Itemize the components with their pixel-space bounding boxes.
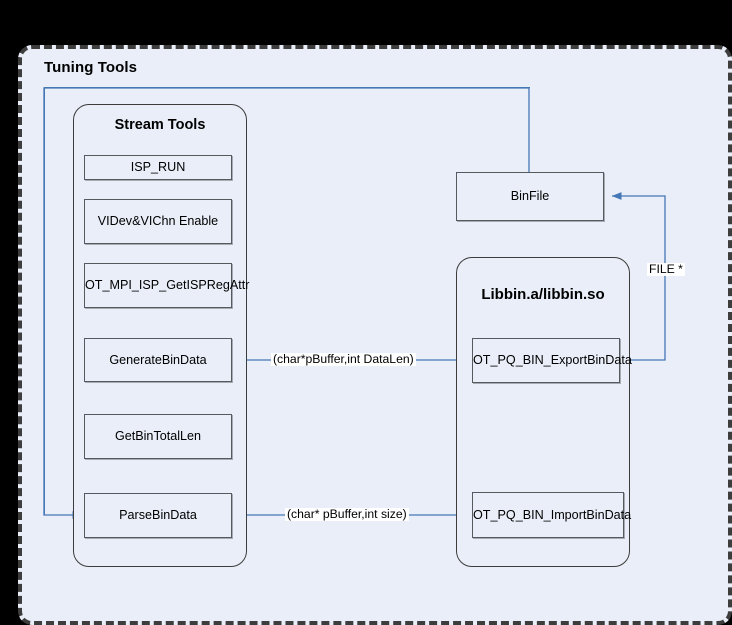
- node-parse-bin-data-label: ParseBinData: [119, 508, 197, 522]
- node-bin-file-label: BinFile: [510, 189, 550, 203]
- group-libbin-title: Libbin.a/libbin.so: [481, 286, 605, 303]
- edge-label-import-args: (char* pBuffer,int size): [285, 507, 409, 522]
- edge-label-file-pointer: FILE *: [647, 262, 685, 277]
- node-videv-vichn-enable-label: VIDev&VIChn Enable: [97, 214, 219, 228]
- node-get-bin-total-len-label: GetBinTotalLen: [114, 429, 202, 443]
- node-ot-pq-bin-exportbindata[interactable]: OT_PQ_BIN_ExportBinData: [472, 338, 632, 383]
- node-ot-mpi-isp-getispregattr[interactable]: OT_MPI_ISP_GetISPRegAttr: [84, 263, 250, 308]
- node-isp-run-label: ISP_RUN: [130, 160, 186, 174]
- node-parse-bin-data[interactable]: ParseBinData: [84, 493, 232, 538]
- node-ot-pq-bin-exportbindata-label: OT_PQ_BIN_ExportBinData: [473, 353, 632, 367]
- node-ot-pq-bin-importbindata[interactable]: OT_PQ_BIN_ImportBinData: [472, 492, 632, 538]
- node-ot-pq-bin-importbindata-label: OT_PQ_BIN_ImportBinData: [473, 507, 632, 522]
- node-isp-run[interactable]: ISP_RUN: [84, 155, 232, 180]
- node-videv-vichn-enable[interactable]: VIDev&VIChn Enable: [84, 199, 232, 244]
- edge-label-export-args: (char*pBuffer,int DataLen): [271, 352, 416, 367]
- group-stream-tools-title: Stream Tools: [114, 117, 206, 133]
- node-ot-mpi-isp-getispregattr-label: OT_MPI_ISP_GetISPRegAttr: [85, 278, 250, 292]
- node-bin-file[interactable]: BinFile: [456, 172, 604, 221]
- tuning-tools-title: Tuning Tools: [44, 59, 138, 76]
- group-stream-tools: [73, 104, 247, 567]
- node-get-bin-total-len[interactable]: GetBinTotalLen: [84, 414, 232, 459]
- node-generate-bin-data-label: GenerateBinData: [109, 352, 207, 367]
- node-generate-bin-data[interactable]: GenerateBinData: [84, 338, 232, 382]
